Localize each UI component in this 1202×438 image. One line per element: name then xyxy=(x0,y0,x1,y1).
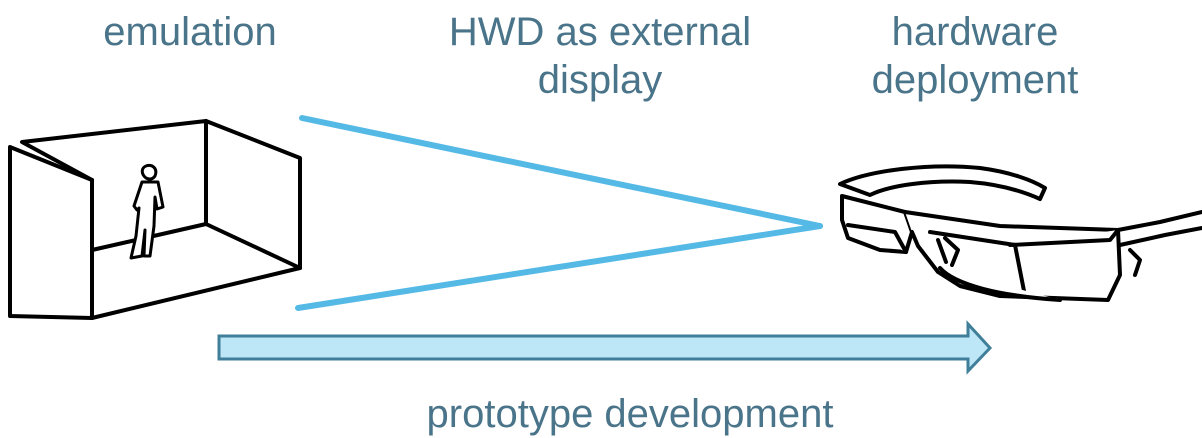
head-worn-display-icon xyxy=(838,164,1202,302)
label-hwd-external-display: HWD as external display xyxy=(400,8,800,104)
label-hwd-line1: HWD as external xyxy=(448,10,752,54)
prototype-arrow xyxy=(217,320,993,375)
label-hardware-line2: deployment xyxy=(871,58,1079,102)
projection-beam xyxy=(295,115,823,311)
label-prototype-text: prototype development xyxy=(426,392,834,436)
room-sketch-icon xyxy=(8,119,302,320)
beam-top-line xyxy=(299,115,823,229)
label-hardware-line1: hardware xyxy=(891,10,1059,54)
person-icon xyxy=(129,164,165,260)
label-emulation: emulation xyxy=(60,8,320,56)
label-hwd-line2: display xyxy=(537,58,663,102)
label-emulation-text: emulation xyxy=(103,10,277,54)
label-hardware-deployment: hardware deployment xyxy=(830,8,1120,104)
label-prototype-development: prototype development xyxy=(380,390,880,438)
beam-bottom-line xyxy=(295,223,823,311)
